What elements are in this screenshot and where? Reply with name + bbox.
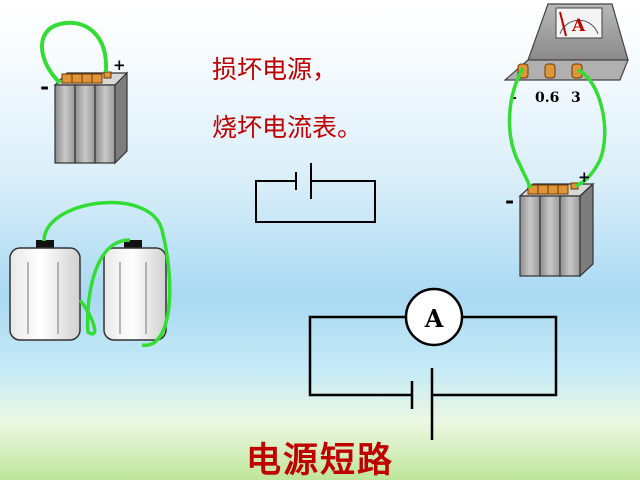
battery-pack-right: + -	[505, 67, 607, 278]
text-burn-ammeter: 烧坏电流表。	[212, 113, 363, 142]
green-wire-dry-cells-inner	[78, 238, 131, 336]
dry-cells-pair	[9, 200, 172, 347]
ammeter-device: A - 0.6 3	[503, 3, 629, 106]
circuit-diagram-battery-short	[255, 163, 376, 223]
ammeter-symbol-label: A	[424, 304, 444, 333]
caption-short-circuit: 电源短路	[246, 440, 395, 481]
battery-right-minus-sign: -	[505, 188, 514, 214]
battery-minus-sign: -	[40, 74, 49, 100]
battery-plus-sign: +	[113, 56, 126, 74]
ammeter-terminal-minus: -	[511, 90, 517, 106]
ammeter-dial-label: A	[571, 16, 586, 36]
ammeter-terminal-3: 3	[571, 90, 581, 106]
battery-right-plus-sign: +	[578, 168, 591, 186]
green-wire-dry-cells-outer	[42, 200, 172, 347]
green-wire-top-left	[40, 20, 109, 85]
battery-pack-top-left: + -	[40, 20, 129, 165]
ammeter-symbol-circle	[404, 287, 464, 347]
green-wire-meter-to-battery-left	[507, 67, 532, 189]
circuit-diagram-ammeter-short	[308, 287, 558, 440]
text-damage-power-source: 损坏电源，	[212, 55, 338, 84]
ammeter-terminal-0-6: 0.6	[535, 90, 559, 106]
green-wire-meter-to-battery-right	[575, 68, 607, 188]
